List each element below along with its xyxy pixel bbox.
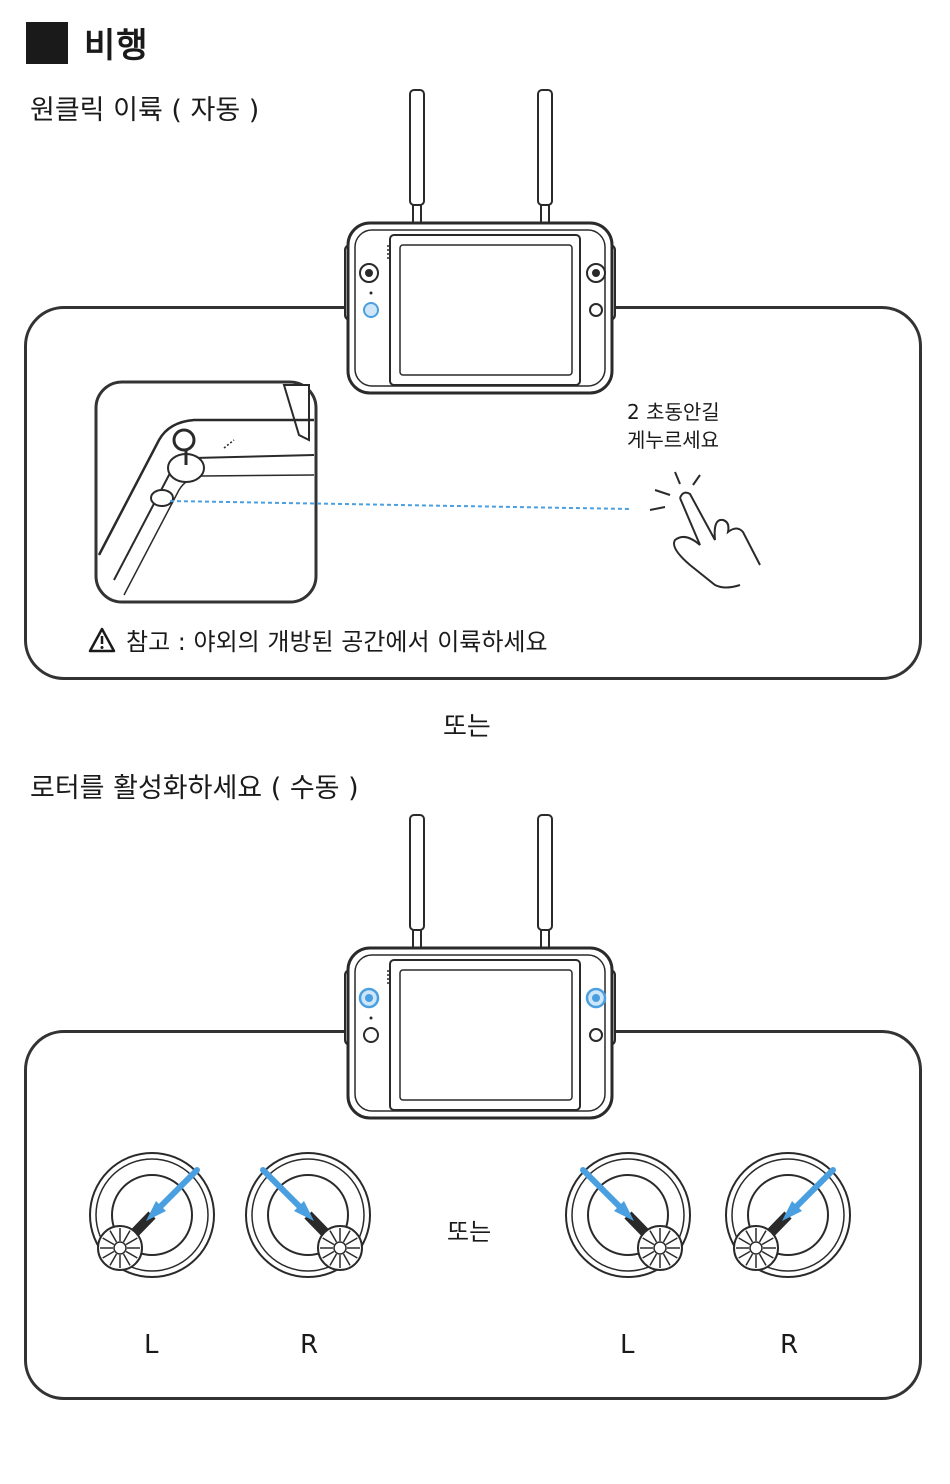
note-text: 참고 : 야외의 개방된 공간에서 이륙하세요 xyxy=(126,622,548,657)
stick-label-l: L xyxy=(620,1330,635,1360)
manual-rotor-title: 로터를 활성화하세요 ( 수동 ) xyxy=(30,766,359,805)
press-instruction: 2 초동안길 게누르세요 xyxy=(627,398,720,454)
stick-or-label: 또는 xyxy=(447,1212,491,1247)
joystick-icon xyxy=(238,1145,378,1285)
pointer-line xyxy=(170,495,640,515)
stick-label-r: R xyxy=(300,1330,318,1360)
hand-press-icon xyxy=(645,470,775,595)
remote-controller-icon xyxy=(330,85,630,405)
instruction-line-2: 게누르세요 xyxy=(627,426,720,454)
auto-takeoff-title: 원클릭 이륙 ( 자동 ) xyxy=(30,88,259,127)
controller-closeup-icon xyxy=(94,380,318,604)
joystick-icon xyxy=(718,1145,858,1285)
takeoff-note: 참고 : 야외의 개방된 공간에서 이륙하세요 xyxy=(88,622,548,657)
or-divider: 또는 xyxy=(443,706,491,743)
warning-triangle-icon xyxy=(88,627,116,653)
page-heading: 비행 xyxy=(26,18,149,67)
stick-label-l: L xyxy=(144,1330,159,1360)
joystick-icon xyxy=(82,1145,222,1285)
remote-controller-icon xyxy=(330,810,630,1130)
stick-label-r: R xyxy=(780,1330,798,1360)
instruction-line-1: 2 초동안길 xyxy=(627,398,720,426)
page-title: 비행 xyxy=(84,18,149,67)
joystick-icon xyxy=(558,1145,698,1285)
heading-square-icon xyxy=(26,22,68,64)
